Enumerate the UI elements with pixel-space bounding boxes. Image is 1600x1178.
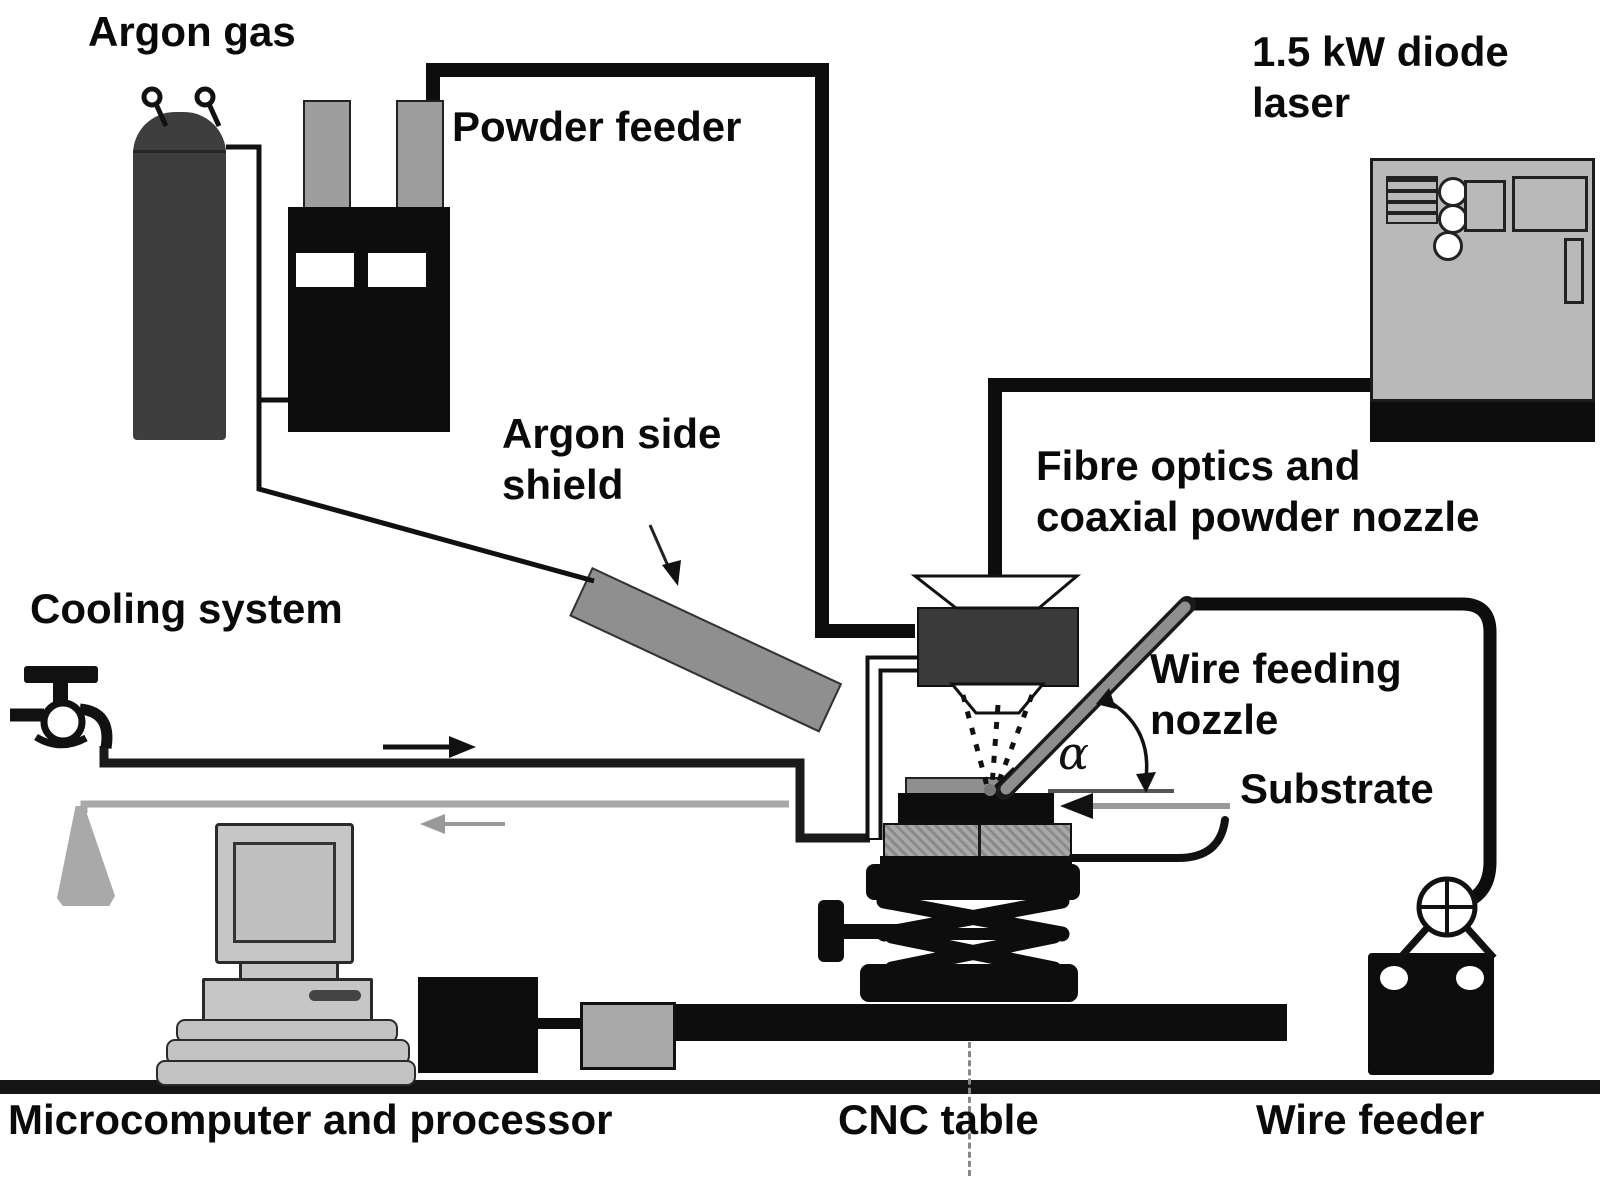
scissor-mid-bar: [888, 928, 1058, 940]
fibre-optics-label-line2: coaxial powder nozzle: [1036, 493, 1480, 541]
argon-gas-cylinder: [133, 112, 226, 440]
cooling-system-label: Cooling system: [30, 585, 343, 632]
platform-divider: [977, 825, 981, 856]
argon-side-shield-label-line2: shield: [502, 461, 624, 509]
argon-side-shield-label-line1: Argon side: [502, 410, 722, 457]
powder-spray: [960, 694, 1035, 787]
wire-feeding-label-line1: Wire feeding: [1150, 645, 1402, 692]
wire-spool-hole-left: [1380, 966, 1408, 990]
laser-indicator-light-3: [1433, 231, 1463, 261]
cylinder-seam: [133, 150, 226, 153]
microcomputer-label: Microcomputer and processor: [8, 1096, 613, 1143]
powder-feeder-slot-left: [296, 253, 354, 287]
argon-side-shield-label: Argon side shield: [502, 408, 721, 510]
cooling-pipe-core: [869, 659, 917, 838]
lift-handle-bar: [818, 900, 844, 962]
water-return-pipe: [80, 800, 789, 813]
flow-right-arrow-head: [449, 736, 476, 758]
processor-box: [418, 977, 538, 1073]
wire-feeding-nozzle-label: Wire feeding nozzle: [1150, 643, 1402, 745]
wire-wheel-icon: [1397, 876, 1497, 961]
computer-screen: [233, 842, 336, 943]
substrate-block: [898, 793, 1054, 823]
platform-shim: [880, 856, 1072, 864]
wire-spool-hole-right: [1456, 966, 1484, 990]
wire-feeding-label-line2: nozzle: [1150, 696, 1279, 744]
powder-feeder-label: Powder feeder: [452, 103, 742, 150]
argon-supply-line: [226, 144, 595, 584]
powder-supply-line: [426, 63, 915, 638]
wire-feeder-label: Wire feeder: [1256, 1096, 1485, 1143]
substrate-hook-pipe: [1068, 816, 1229, 862]
processor-driver-connector: [538, 1018, 582, 1029]
water-supply-pipe: [99, 746, 870, 843]
powder-feeder-tube-right: [396, 100, 444, 216]
substrate-arrow-head: [1060, 793, 1093, 819]
nozzle-funnel-top: [910, 574, 1082, 610]
diode-laser-label-line1: 1.5 kW diode: [1252, 28, 1509, 75]
cnc-table-label: CNC table: [838, 1096, 1039, 1143]
cnc-stage-top: [866, 864, 1080, 900]
wire-supply-line: [1179, 597, 1497, 910]
center-dashed-line: [968, 1042, 971, 1176]
laser-panel-display-small: [1464, 180, 1506, 232]
driver-box: [580, 1002, 676, 1070]
wire-nozzle-tube: [1000, 601, 1191, 795]
laser-fibre-line: [988, 378, 1370, 577]
fibre-optics-label-line1: Fibre optics and: [1036, 442, 1361, 489]
shield-pointer-arrow-head: [662, 560, 681, 586]
fibre-optics-label: Fibre optics and coaxial powder nozzle: [1036, 440, 1479, 542]
diode-laser-label-line2: laser: [1252, 79, 1351, 127]
melt-pool: [984, 784, 996, 796]
alpha-arc-head-bottom: [1136, 772, 1156, 793]
powder-feeder-slot-right: [368, 253, 426, 287]
faucet-icon: [10, 666, 113, 749]
keyboard-row-3: [156, 1060, 416, 1086]
diode-laser-base: [1370, 402, 1595, 442]
flow-left-arrow-head: [420, 814, 445, 834]
cnc-rail-bar: [675, 1004, 1287, 1041]
laser-panel-slot: [1564, 238, 1584, 304]
shield-pointer-arrow-shaft: [648, 524, 670, 567]
nozzle-cone: [948, 682, 1047, 715]
laser-panel-display-large: [1512, 176, 1588, 232]
cylinder-valve-icons: [141, 86, 222, 128]
floppy-slot: [309, 990, 361, 1001]
substrate-label: Substrate: [1240, 765, 1434, 812]
alpha-angle-symbol: α: [1058, 726, 1090, 780]
powder-feeder-tube-left: [303, 100, 351, 216]
alpha-arc-head-top: [1096, 688, 1116, 709]
powder-feeder-box: [288, 207, 450, 432]
cooling-pipe-casing: [865, 655, 917, 840]
laser-panel-vent: [1386, 176, 1438, 224]
alpha-arc: [1106, 698, 1149, 779]
diode-laser-label: 1.5 kW diode laser: [1252, 26, 1509, 128]
argon-gas-label: Argon gas: [88, 8, 296, 55]
